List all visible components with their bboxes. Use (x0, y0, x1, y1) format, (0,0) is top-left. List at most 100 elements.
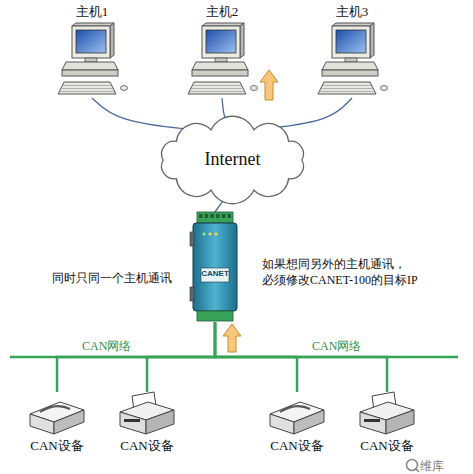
mouse (251, 86, 258, 91)
node-label: CAN设备 (30, 438, 83, 454)
monitor (332, 26, 370, 58)
screen (206, 30, 236, 53)
device-front (120, 412, 146, 434)
can-device: CAN设备 (22, 392, 92, 454)
can-device-icon (352, 392, 422, 437)
direction-arrow (223, 324, 241, 352)
host-computer: 主机1 (52, 4, 132, 98)
computer-case (62, 62, 118, 70)
can-bus-connector (147, 322, 215, 392)
keyboard-keys (322, 88, 373, 89)
mount-ear (190, 287, 194, 301)
terminal-screw (210, 214, 214, 218)
keyboard-keys (60, 91, 114, 92)
mouse (121, 86, 128, 91)
terminal-screw (216, 214, 220, 218)
node-label: CAN设备 (360, 438, 413, 454)
monitor (202, 26, 240, 58)
host-computer: 主机3 (312, 4, 392, 98)
screen (336, 30, 366, 53)
device-front (270, 414, 294, 434)
mount-ear (190, 232, 194, 246)
computer-case (192, 62, 248, 70)
host-computer-icon (312, 22, 392, 98)
device-side (294, 410, 324, 434)
monitor (240, 23, 244, 58)
host-computer-icon (182, 22, 262, 98)
watermark: 维库 (420, 458, 444, 474)
keyboard-keys (63, 85, 111, 86)
device-front (360, 412, 386, 434)
monitor (72, 26, 110, 58)
device-slot (280, 406, 310, 412)
terminal-block (197, 212, 233, 223)
network-link (92, 98, 194, 130)
keyboard-keys (193, 85, 241, 86)
terminal-screw (222, 214, 226, 218)
canet-device-icon (190, 212, 240, 322)
device-body (193, 223, 237, 311)
node-label: CAN设备 (270, 438, 323, 454)
host-computer-icon (52, 22, 132, 98)
monitor-stand (345, 58, 357, 62)
can-device-icon (262, 392, 332, 437)
cloud-label: Internet (205, 149, 261, 171)
computer-case (322, 62, 378, 70)
monitor-stand (85, 58, 97, 62)
device-side (54, 410, 84, 434)
terminal-screw (205, 214, 209, 218)
direction-arrow (260, 70, 278, 100)
watermark-icon (415, 468, 419, 472)
status-led (208, 232, 211, 235)
terminal-screw (199, 214, 203, 218)
computer-case (62, 70, 118, 76)
device-slot (40, 406, 70, 412)
name-plate (201, 268, 229, 282)
status-led (202, 232, 205, 235)
network-link (267, 98, 352, 129)
network-label: CAN网络 (310, 338, 363, 354)
can-device-icon (22, 392, 92, 437)
node-label: CANET (201, 269, 229, 279)
monitor-stand (215, 58, 227, 62)
computer-case (192, 70, 248, 76)
terminal-block (197, 311, 233, 321)
paper-slot (364, 419, 380, 422)
keyboard (318, 82, 376, 94)
monitor (370, 23, 374, 58)
paper-slot (124, 419, 140, 422)
note-text: 同时只同一个主机通讯 (52, 270, 172, 286)
keyboard-keys (323, 85, 371, 86)
device-side (146, 410, 174, 434)
device-front (30, 414, 54, 434)
can-device: CAN设备 (112, 392, 182, 454)
keyboard-keys (62, 88, 113, 89)
keyboard-keys (190, 91, 244, 92)
computer-case (322, 70, 378, 76)
network-label: CAN网络 (80, 338, 133, 354)
mouse (381, 86, 388, 91)
keyboard (58, 82, 116, 94)
node-label: 主机3 (336, 4, 369, 20)
internet-cloud: Internet (150, 116, 315, 204)
can-device: CAN设备 (262, 392, 332, 454)
terminal-screw (228, 214, 232, 218)
device-side (386, 410, 414, 434)
canet-device: CANET (190, 212, 240, 322)
keyboard-keys (320, 91, 374, 92)
cloud-outline (162, 116, 304, 204)
note-text: 如果想同另外的主机通讯， 必须修改CANET-100的目标IP (262, 256, 442, 288)
host-computer: 主机2 (182, 4, 262, 98)
keyboard-keys (192, 88, 243, 89)
status-led (214, 232, 217, 235)
keyboard (188, 82, 246, 94)
can-device: CAN设备 (352, 392, 422, 454)
node-label: 主机2 (206, 4, 239, 20)
screen (76, 30, 106, 53)
can-device-icon (112, 392, 182, 437)
can-bus-connector (215, 322, 387, 392)
node-label: CAN设备 (120, 438, 173, 454)
monitor (110, 23, 114, 58)
can-bus-connector (57, 322, 215, 392)
